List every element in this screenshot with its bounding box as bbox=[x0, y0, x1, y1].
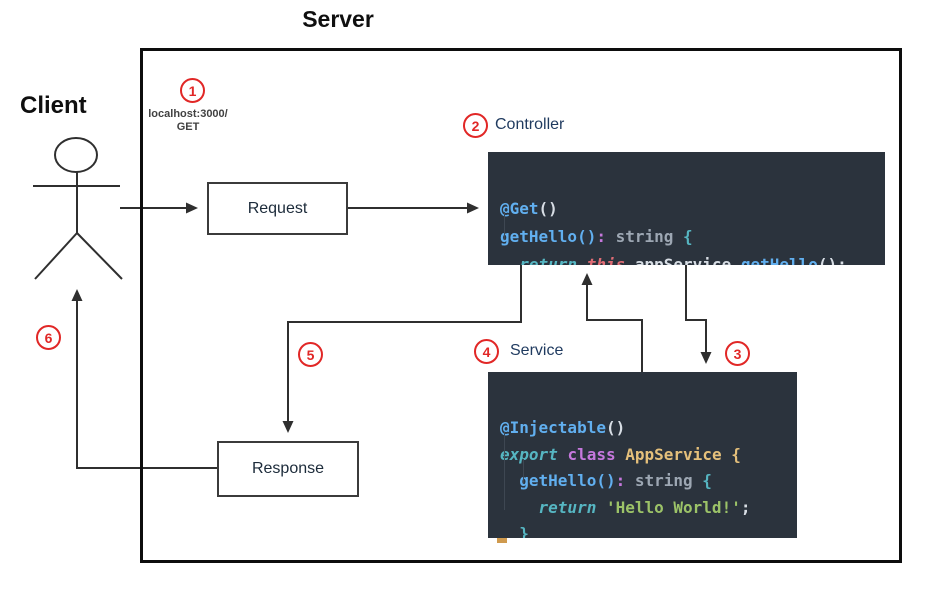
step-badge-3: 3 bbox=[725, 341, 750, 366]
code-line: @Get() bbox=[500, 199, 558, 218]
stick-figure-head bbox=[54, 137, 98, 173]
arrow-service-to-controller bbox=[581, 273, 643, 372]
stick-figure-leg-left bbox=[34, 232, 78, 280]
request-url-label: localhost:3000/ GET bbox=[142, 108, 234, 134]
code-line: return 'Hello World!'; bbox=[538, 497, 751, 517]
service-section-label: Service bbox=[510, 342, 564, 359]
code-line: getHello(): string { bbox=[500, 227, 693, 246]
step-badge-6: 6 bbox=[36, 325, 61, 350]
controller-section-label: Controller bbox=[495, 116, 565, 133]
service-code-cutoff-mark bbox=[497, 538, 507, 543]
code-line: } bbox=[519, 524, 529, 538]
code-line: export class AppService { bbox=[500, 444, 741, 464]
server-title: Server bbox=[302, 6, 374, 32]
service-indent-guide-2 bbox=[523, 459, 524, 484]
code-line: getHello(): string { bbox=[519, 471, 712, 490]
arrow-controller-to-response bbox=[282, 265, 522, 433]
code-line: return this.appService.getHello(); bbox=[519, 255, 847, 265]
request-url-line1: localhost:3000/ bbox=[148, 108, 228, 120]
service-indent-guide-1 bbox=[504, 432, 505, 510]
step-badge-1: 1 bbox=[180, 78, 205, 103]
client-label: Client bbox=[20, 92, 87, 119]
request-box: Request bbox=[207, 182, 348, 235]
server-boundary-box bbox=[140, 48, 902, 563]
request-box-label: Request bbox=[247, 199, 308, 217]
controller-indent-guide bbox=[504, 212, 505, 240]
controller-code-block: @Get() getHello(): string { return this.a… bbox=[488, 152, 885, 265]
arrow-response-to-client bbox=[71, 289, 217, 469]
service-code-block: @Injectable() export class AppService { g… bbox=[488, 372, 797, 538]
response-box-label: Response bbox=[251, 460, 325, 477]
step-badge-4: 4 bbox=[474, 339, 499, 364]
step-badge-5: 5 bbox=[298, 342, 323, 367]
client-stick-figure-icon bbox=[33, 137, 123, 280]
request-method-label: GET bbox=[176, 121, 200, 133]
arrow-controller-to-service bbox=[685, 265, 712, 364]
code-line: @Injectable() bbox=[500, 418, 626, 437]
step-badge-2: 2 bbox=[463, 113, 488, 138]
response-box: Response bbox=[217, 441, 359, 497]
stick-figure-leg-right bbox=[76, 232, 123, 280]
